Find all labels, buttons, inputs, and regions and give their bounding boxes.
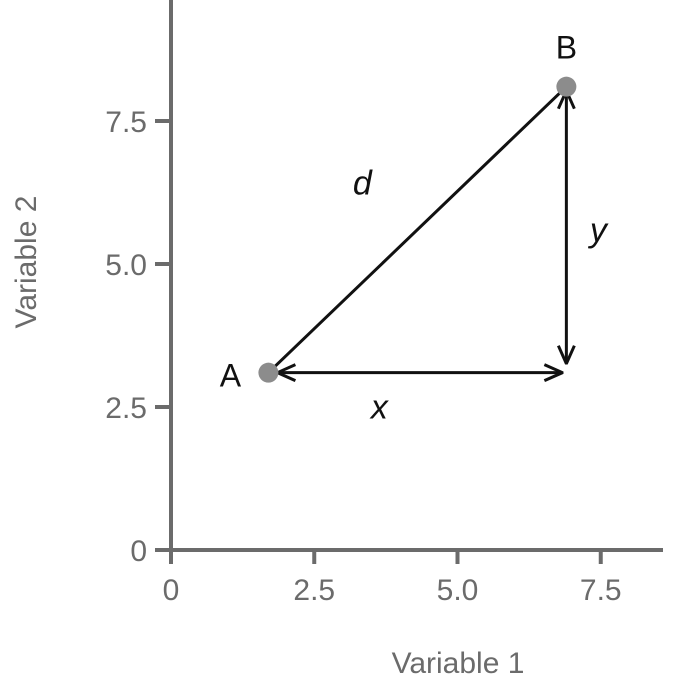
segment-label-x: x bbox=[369, 389, 389, 427]
x-tick-label: 2.5 bbox=[293, 574, 335, 607]
y-tick-label: 0 bbox=[130, 535, 147, 568]
point-A bbox=[258, 362, 279, 383]
x-axis-ticks: 0 2.5 5.0 7.5 bbox=[163, 550, 622, 607]
point-B bbox=[556, 76, 577, 97]
x-tick-label: 0 bbox=[163, 574, 180, 607]
y-axis-ticks: 0 2.5 5.0 7.5 bbox=[105, 106, 171, 568]
segment-d bbox=[267, 85, 568, 374]
x-axis-label: Variable 1 bbox=[392, 647, 525, 680]
y-tick-label: 5.0 bbox=[105, 249, 147, 282]
y-axis-label: Variable 2 bbox=[10, 196, 43, 329]
point-label-A: A bbox=[220, 358, 242, 394]
point-label-B: B bbox=[556, 30, 577, 66]
x-tick-label: 5.0 bbox=[437, 574, 479, 607]
axes bbox=[169, 0, 663, 552]
y-tick-label: 2.5 bbox=[105, 392, 147, 425]
data-points: AB bbox=[220, 30, 577, 394]
segment-label-d: d bbox=[353, 165, 373, 203]
segment-label-y: y bbox=[588, 212, 609, 250]
distance-segments: d x y bbox=[267, 85, 609, 427]
y-tick-label: 7.5 bbox=[105, 106, 147, 139]
x-tick-label: 7.5 bbox=[580, 574, 622, 607]
